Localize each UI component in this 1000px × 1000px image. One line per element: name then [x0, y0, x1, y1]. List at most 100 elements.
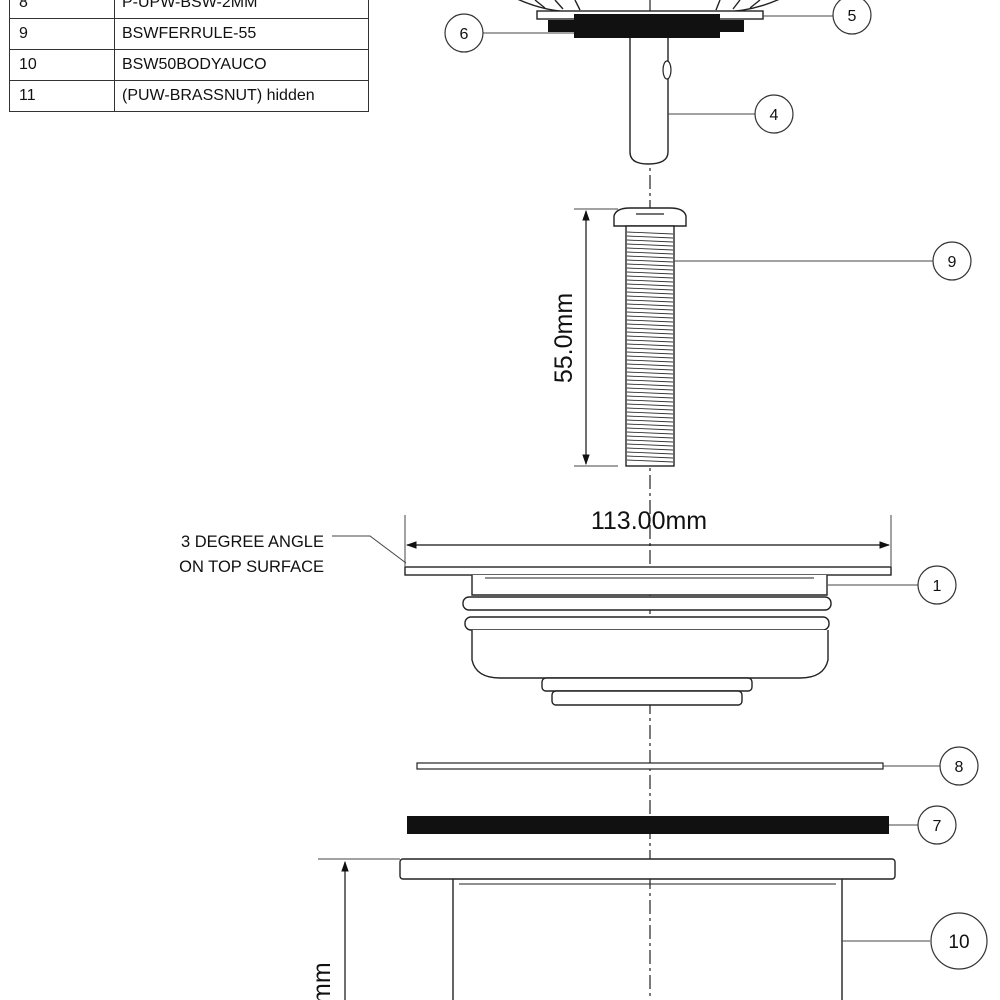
thread-line — [626, 287, 674, 291]
dimension-113-label: 113.00mm — [591, 507, 707, 535]
thread-line — [626, 295, 674, 299]
thread-line — [626, 431, 674, 435]
thread-line — [626, 235, 674, 239]
table-row: 10 BSW50BODYAUCO — [9, 49, 369, 81]
callout-9 — [932, 241, 972, 281]
table-row: 11 (PUW-BRASSNUT) hidden — [9, 80, 369, 112]
callout-4-label: 4 — [770, 107, 779, 124]
part-10-body — [399, 858, 896, 1000]
callout-4 — [754, 94, 794, 134]
part-9-ferrule — [613, 207, 687, 467]
callout-10 — [930, 912, 988, 970]
parts-list-table: 8 P-UPW-BSW-2MM 9 BSWFERRULE-55 10 BSW50… — [9, 0, 369, 112]
thread-line — [626, 423, 674, 427]
angle-note-leader — [332, 535, 407, 564]
table-row: 9 BSWFERRULE-55 — [9, 18, 369, 50]
thread-line — [626, 367, 674, 371]
callout-5 — [832, 0, 872, 35]
thread-line — [626, 347, 674, 351]
thread-line — [626, 351, 674, 355]
thread-line — [626, 371, 674, 375]
thread-line — [626, 323, 674, 327]
table-row: 8 P-UPW-BSW-2MM — [9, 0, 369, 19]
thread-line — [626, 363, 674, 367]
thread-line — [626, 343, 674, 347]
thread-line — [626, 251, 674, 255]
callout-6 — [444, 13, 484, 53]
part-4-stem — [629, 38, 669, 165]
part-number-cell: 10 — [9, 49, 115, 81]
thread-line — [626, 375, 674, 379]
part-number-cell: 11 — [9, 80, 115, 112]
part-description-cell: BSWFERRULE-55 — [114, 18, 369, 50]
part-number-cell: 8 — [9, 0, 115, 19]
thread-line — [626, 355, 674, 359]
thread-line — [626, 263, 674, 267]
part-6-seal — [574, 14, 720, 38]
thread-line — [626, 379, 674, 383]
thread-line — [626, 415, 674, 419]
thread-line — [626, 303, 674, 307]
thread-line — [626, 459, 674, 463]
thread-line — [626, 255, 674, 259]
thread-line — [626, 403, 674, 407]
callout-1 — [917, 565, 957, 605]
thread-line — [626, 443, 674, 447]
thread-line — [626, 455, 674, 459]
callout-10-label: 10 — [948, 932, 969, 953]
part-8-washer — [416, 762, 884, 770]
thread-line — [626, 267, 674, 271]
thread-line — [626, 395, 674, 399]
callout-1-label: 1 — [933, 578, 942, 595]
thread-line — [626, 331, 674, 335]
angle-note-line1: 3 DEGREE ANGLE — [181, 533, 324, 551]
thread-line — [626, 427, 674, 431]
thread-line — [626, 335, 674, 339]
thread-line — [626, 311, 674, 315]
thread-line — [626, 315, 674, 319]
thread-line — [626, 383, 674, 387]
part-description-cell: BSW50BODYAUCO — [114, 49, 369, 81]
thread-line — [626, 319, 674, 323]
thread-line — [626, 339, 674, 343]
thread-line — [626, 307, 674, 311]
part-1-body — [404, 566, 892, 706]
thread-line — [626, 451, 674, 455]
part-7-seal — [407, 816, 889, 834]
thread-line — [626, 447, 674, 451]
thread-line — [626, 435, 674, 439]
part-description-cell: (PUW-BRASSNUT) hidden — [114, 80, 369, 112]
thread-line — [626, 243, 674, 247]
thread-line — [626, 387, 674, 391]
thread-line — [626, 231, 674, 235]
callout-6-label: 6 — [460, 26, 469, 43]
callout-7 — [917, 805, 957, 845]
thread-line — [626, 439, 674, 443]
part-number-cell: 9 — [9, 18, 115, 50]
thread-line — [626, 239, 674, 243]
thread-line — [626, 411, 674, 415]
thread-line — [626, 247, 674, 251]
dimension-55-label: 55.0mm — [550, 293, 578, 383]
thread-line — [626, 279, 674, 283]
thread-line — [626, 291, 674, 295]
thread-line — [626, 359, 674, 363]
callout-8-label: 8 — [955, 759, 964, 776]
thread-line — [626, 271, 674, 275]
callout-8 — [939, 746, 979, 786]
part-description-cell: P-UPW-BSW-2MM — [114, 0, 369, 19]
thread-line — [626, 419, 674, 423]
dimension-body-label: mm — [308, 962, 336, 1000]
callout-9-label: 9 — [948, 254, 957, 271]
callout-7-label: 7 — [933, 818, 942, 835]
strainer-basket — [517, 0, 780, 13]
thread-line — [626, 407, 674, 411]
thread-line — [626, 399, 674, 403]
thread-line — [626, 259, 674, 263]
thread-line — [626, 391, 674, 395]
angle-note-line2: ON TOP SURFACE — [179, 558, 324, 576]
thread-line — [626, 283, 674, 287]
thread-line — [626, 299, 674, 303]
callout-5-label: 5 — [848, 8, 857, 25]
